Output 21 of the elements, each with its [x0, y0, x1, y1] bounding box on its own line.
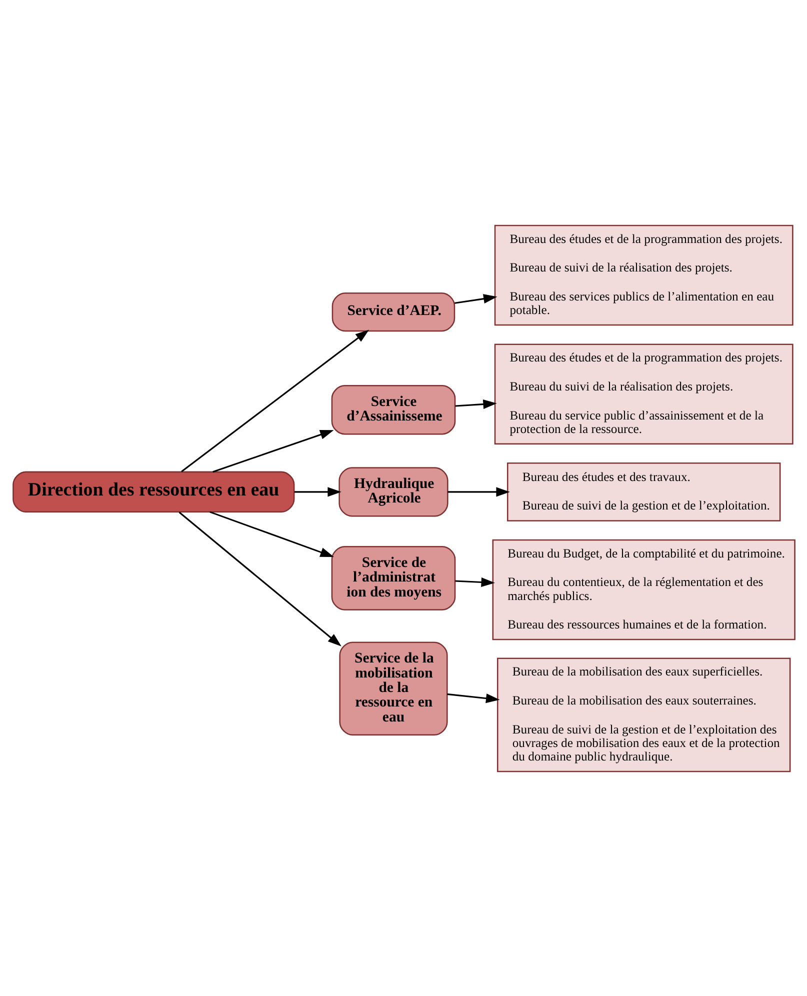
node-box: Service d’Assainisseme	[330, 384, 456, 434]
node-box: Service d’AEP.	[331, 292, 455, 332]
arrow	[446, 692, 500, 703]
node-box: Bureau des études et des travaux. Bureau de suivi de la gestion et de l’exploitation.	[506, 462, 780, 521]
arrow	[454, 576, 494, 587]
arrow	[294, 486, 341, 496]
arrow	[454, 294, 497, 304]
arrow	[180, 329, 369, 472]
node-box: Hydraulique Agricole	[338, 466, 448, 516]
arrow	[447, 486, 510, 496]
node-box: Service de la mobilisation de la ressource en eau	[338, 641, 448, 736]
node-box: Bureau de la mobilisation des eaux superficielles. Bureau de la mobilisation des eaux souterraines. Bureau de suivi de la gestion et de l’exploitation des ouvrages de mobilisation des eaux et de la protection du domaine public hydraulique.	[496, 657, 790, 772]
node-box: Bureau des études et de la programmation des projets. Bureau du suivi de la réalisation des projets. Bureau du service public d’assainissement et de la protection de la ressource.	[494, 343, 793, 444]
node-box: Service de l’administrat ion des moyens	[330, 546, 456, 610]
node-box: Bureau du Budget, de la comptabilité et du patrimoine. Bureau du contentieux, de la réglementation et des marchés publics. Bureau des ressources humaines et de la formation.	[492, 538, 795, 640]
arrow	[212, 430, 334, 472]
arrow	[209, 510, 334, 556]
arrow	[178, 511, 341, 646]
arrow	[454, 398, 496, 409]
node-box: Bureau des études et de la programmation des projets. Bureau de suivi de la réalisation des projets. Bureau des services publics de l’alimentation en eau potable.	[494, 224, 793, 326]
node-box: Direction des ressources en eau	[12, 470, 294, 512]
